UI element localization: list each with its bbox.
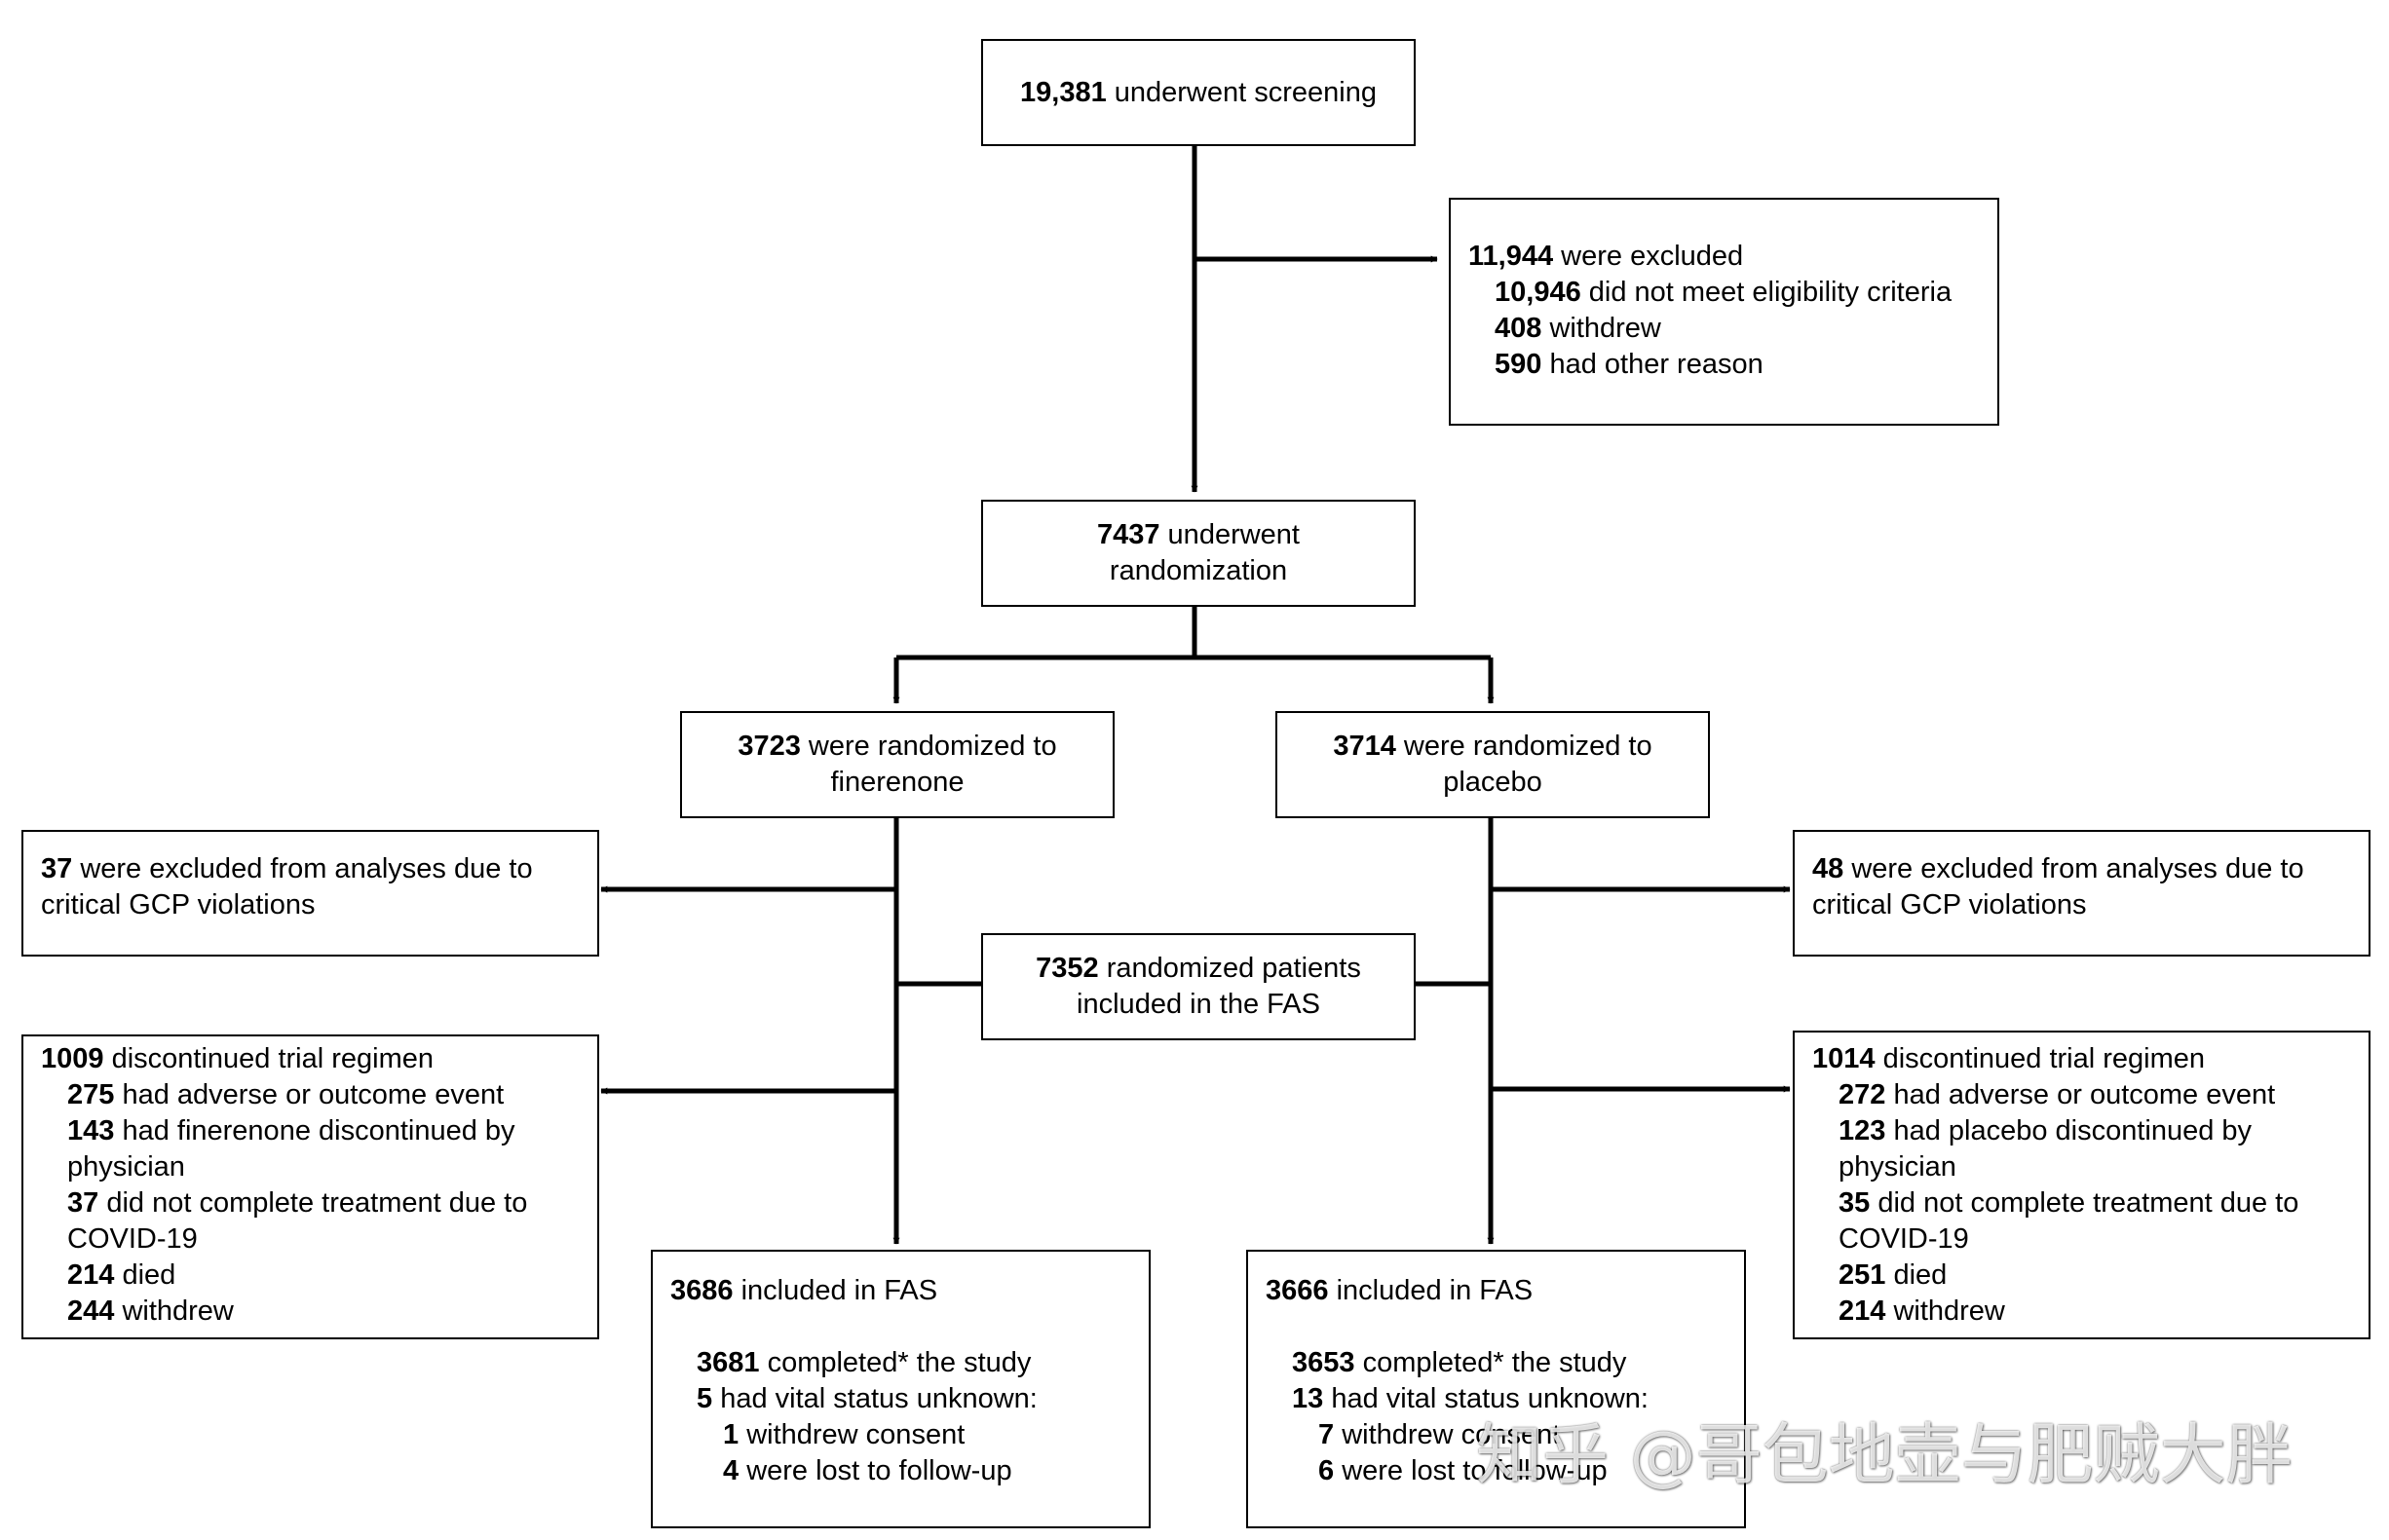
- fas-finerenone-unknown: 5 had vital status unknown:: [697, 1383, 1038, 1414]
- screening-text: 19,381 underwent screening: [1020, 76, 1377, 108]
- fas-total-box: 7352 randomized patients included in the…: [981, 933, 1416, 1040]
- fas-placebo-unknown: 13 had vital status unknown:: [1292, 1383, 1649, 1414]
- fas-finerenone-lost: 4 were lost to follow-up: [723, 1455, 1012, 1486]
- discontinued-left-item: 143 had finerenone discontinued by: [67, 1115, 515, 1146]
- fas-finerenone-box: 3686 included in FAS 3681 completed* the…: [651, 1250, 1151, 1528]
- fas-finerenone-consent: 1 withdrew consent: [723, 1419, 966, 1450]
- discontinued-right-item: 35 did not complete treatment due to: [1839, 1187, 2299, 1219]
- placebo-arm-line2: placebo: [1443, 767, 1542, 798]
- discontinued-right-item-cont: physician: [1839, 1151, 1956, 1183]
- discontinued-left-item: 275 had adverse or outcome event: [67, 1079, 505, 1110]
- fas-placebo-lost: 6 were lost to follow-up: [1318, 1455, 1608, 1486]
- excluded-reason: 590 had other reason: [1495, 349, 1763, 380]
- gcp-right-line1: 48 were excluded from analyses due to: [1812, 853, 2304, 884]
- discontinued-right-item: 214 withdrew: [1839, 1296, 2005, 1327]
- fas-placebo-total: 3666 included in FAS: [1266, 1275, 1534, 1306]
- randomization-line1: 7437 underwent: [1096, 519, 1300, 550]
- excluded-box: 11,944 were excluded 10,946 did not meet…: [1449, 198, 1999, 426]
- discontinued-left-box: 1009 discontinued trial regimen 275 had …: [21, 1034, 599, 1339]
- discontinued-left-item: 214 died: [67, 1259, 176, 1291]
- randomization-line2: randomization: [1109, 555, 1288, 586]
- finerenone-arm-line1: 3723 were randomized to: [738, 731, 1057, 762]
- discontinued-left-item-cont: physician: [67, 1151, 185, 1183]
- gcp-excluded-left-box: 37 were excluded from analyses due to cr…: [21, 830, 599, 957]
- gcp-left-line2: critical GCP violations: [41, 889, 316, 920]
- fas-placebo-box: 3666 included in FAS 3653 completed* the…: [1246, 1250, 1746, 1528]
- excluded-reason: 10,946 did not meet eligibility criteria: [1495, 277, 1953, 308]
- discontinued-right-box: 1014 discontinued trial regimen 272 had …: [1793, 1031, 2370, 1339]
- fas-total-line1: 7352 randomized patients: [1036, 953, 1361, 984]
- finerenone-arm-line2: finerenone: [830, 767, 965, 798]
- fas-placebo-consent: 7 withdrew consent: [1318, 1419, 1561, 1450]
- gcp-excluded-right-box: 48 were excluded from analyses due to cr…: [1793, 830, 2370, 957]
- fas-placebo-completed: 3653 completed* the study: [1292, 1347, 1627, 1378]
- discontinued-left-item-cont: COVID-19: [67, 1223, 198, 1255]
- watermark-text: 知乎 @哥包地壶与肥贼大胖: [1476, 1417, 2293, 1494]
- discontinued-right-total: 1014 discontinued trial regimen: [1812, 1043, 2206, 1074]
- discontinued-left-total: 1009 discontinued trial regimen: [41, 1043, 435, 1074]
- gcp-left-line1: 37 were excluded from analyses due to: [41, 853, 533, 884]
- excluded-reason: 408 withdrew: [1495, 313, 1661, 344]
- discontinued-right-item: 251 died: [1839, 1259, 1948, 1291]
- discontinued-left-item: 244 withdrew: [67, 1296, 234, 1327]
- discontinued-right-item: 272 had adverse or outcome event: [1839, 1079, 2276, 1110]
- discontinued-right-item-cont: COVID-19: [1839, 1223, 1969, 1255]
- randomization-box: 7437 underwent randomization: [981, 500, 1416, 607]
- placebo-arm-box: 3714 were randomized to placebo: [1275, 711, 1710, 818]
- discontinued-right-item: 123 had placebo discontinued by: [1839, 1115, 2253, 1146]
- finerenone-arm-box: 3723 were randomized to finerenone: [680, 711, 1115, 818]
- fas-total-line2: included in the FAS: [1077, 989, 1320, 1020]
- excluded-total: 11,944 were excluded: [1468, 241, 1744, 272]
- discontinued-left-item: 37 did not complete treatment due to: [67, 1187, 528, 1219]
- gcp-right-line2: critical GCP violations: [1812, 889, 2087, 920]
- fas-finerenone-completed: 3681 completed* the study: [697, 1347, 1032, 1378]
- fas-finerenone-total: 3686 included in FAS: [670, 1275, 938, 1306]
- screening-box: 19,381 underwent screening: [981, 39, 1416, 146]
- placebo-arm-line1: 3714 were randomized to: [1333, 731, 1652, 762]
